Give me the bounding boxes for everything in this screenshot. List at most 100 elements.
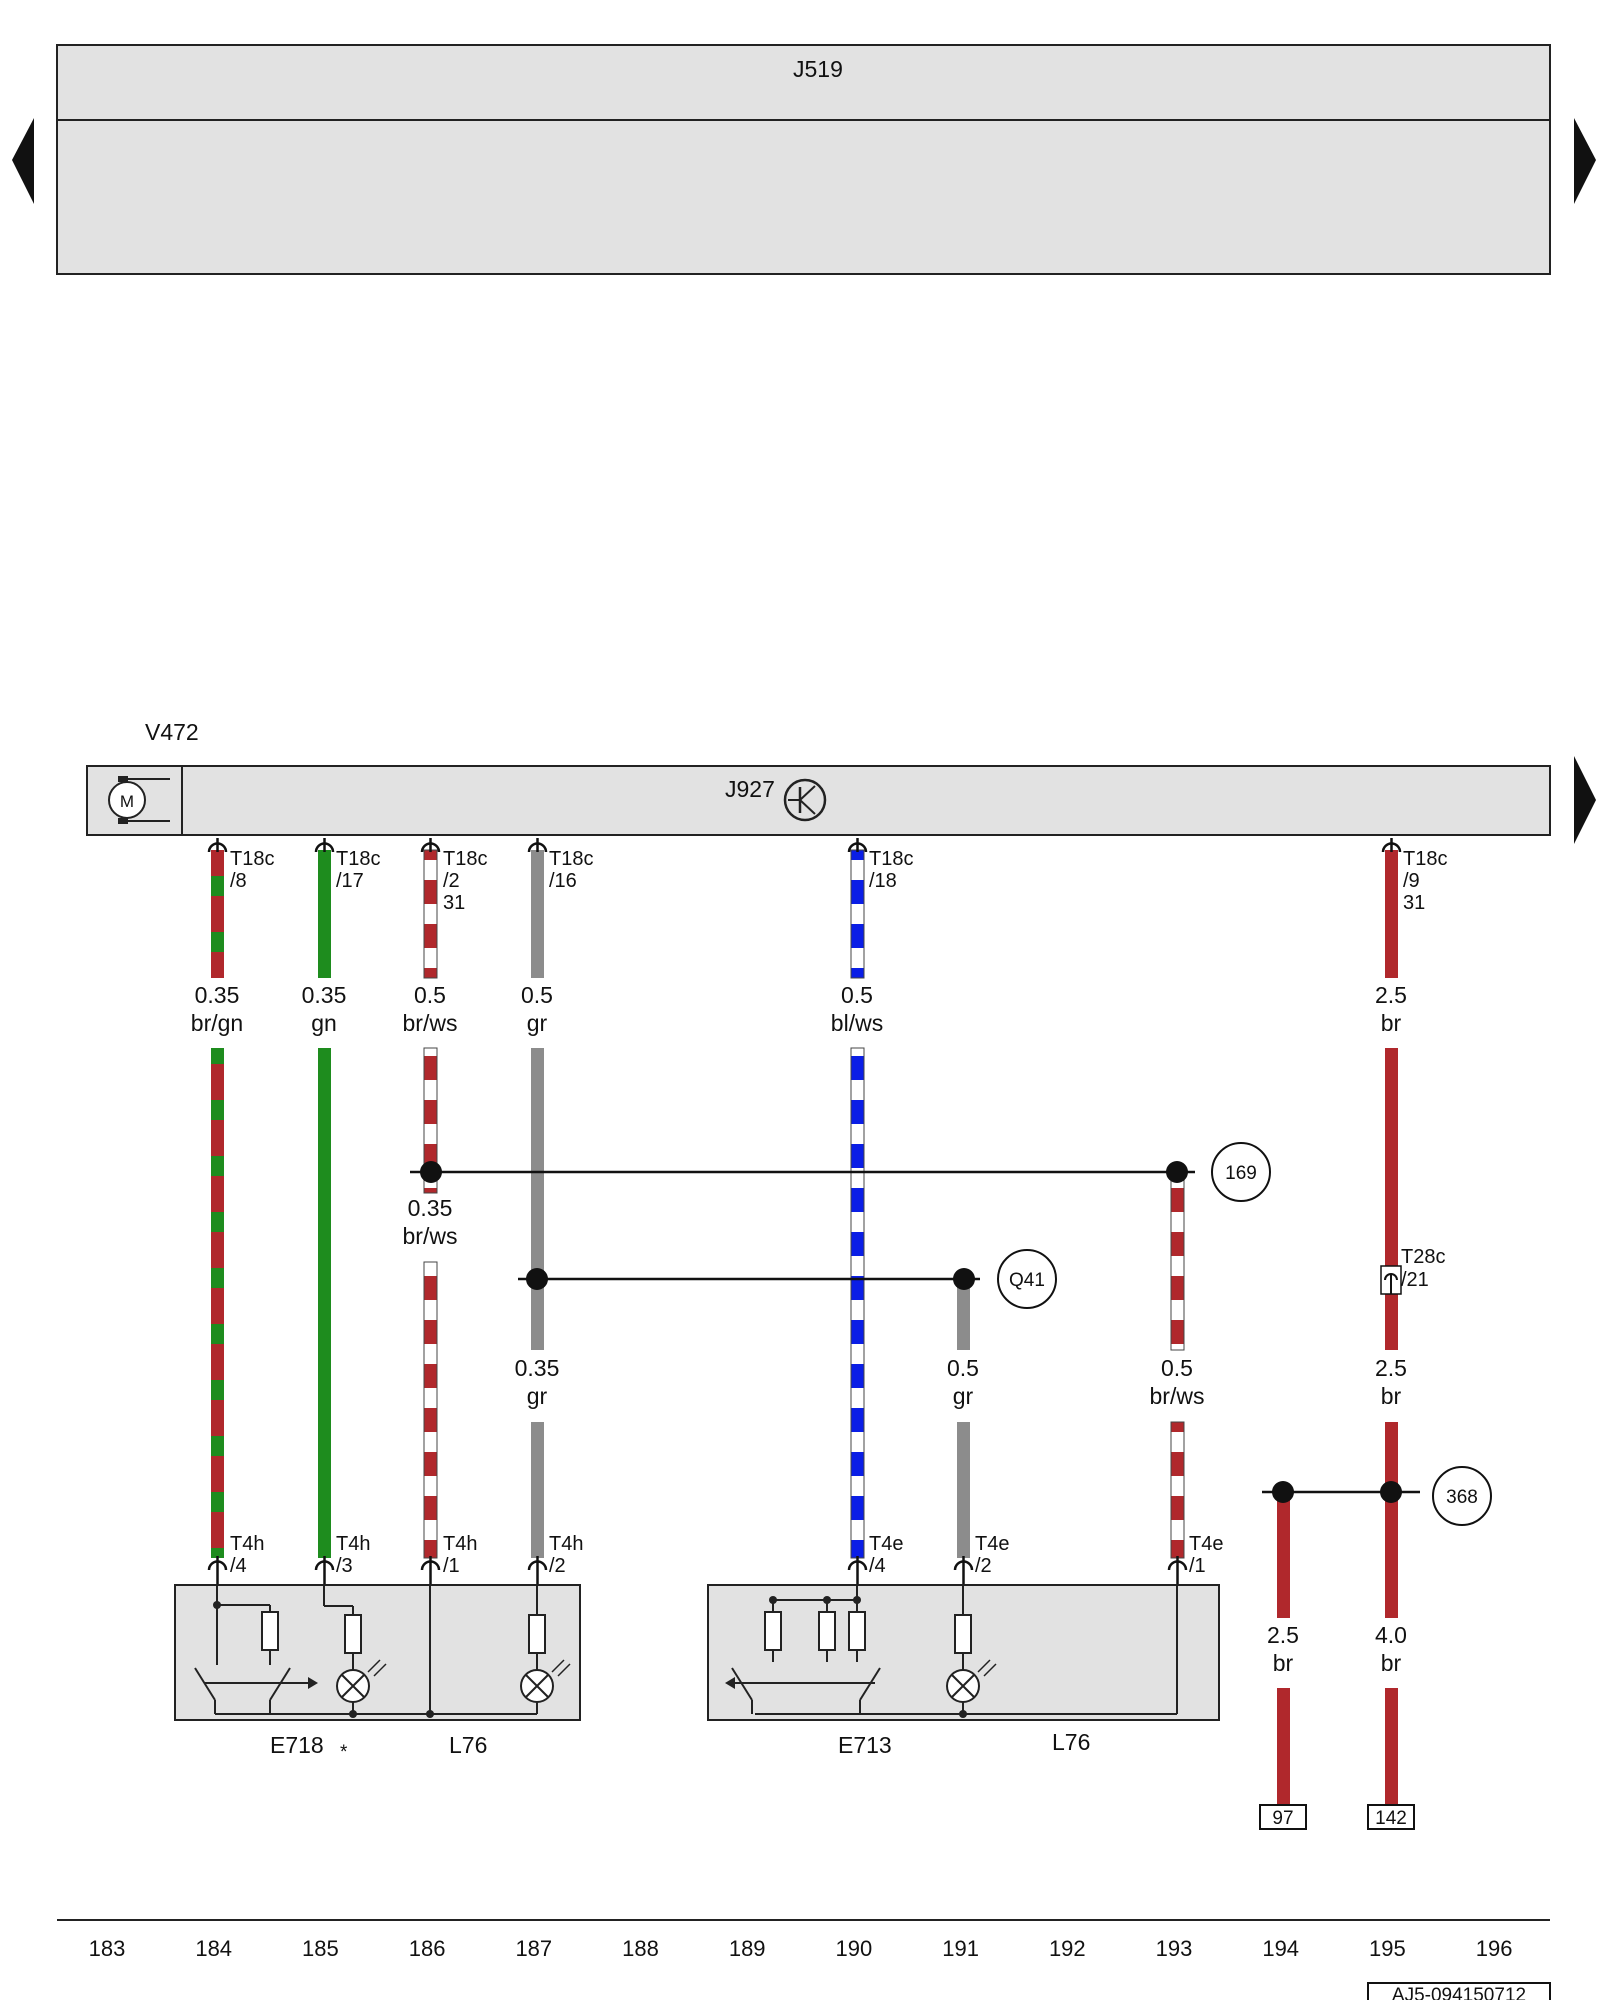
- connector-icon: [953, 1556, 974, 1585]
- svg-text:97: 97: [1272, 1808, 1293, 1829]
- wire-color: br: [1273, 1650, 1294, 1676]
- wire-190: [850, 849, 865, 1559]
- t18c-connector-row: [207, 838, 1402, 853]
- column-number: 196: [1476, 1936, 1513, 1961]
- wire-size: 0.35: [408, 1195, 453, 1221]
- wire-color: gr: [527, 1010, 548, 1036]
- svg-text:T18c: T18c: [230, 848, 274, 870]
- svg-text:/2: /2: [443, 870, 460, 892]
- svg-text:T18c: T18c: [1403, 848, 1447, 870]
- connector-icon: [314, 838, 335, 853]
- wire-size: 4.0: [1375, 1622, 1407, 1648]
- j519-control-unit: J519: [56, 44, 1551, 275]
- svg-text:/16: /16: [549, 870, 577, 892]
- column-number: 187: [515, 1936, 552, 1961]
- junction-line-368: [1262, 1481, 1420, 1503]
- lamp-icon: [946, 1659, 997, 1703]
- connector-icon: [527, 1556, 548, 1585]
- connector-icon: [1167, 1556, 1188, 1585]
- connector-icon: [1381, 838, 1402, 853]
- j519-label: J519: [793, 56, 843, 82]
- previous-page-arrow-icon[interactable]: [12, 118, 34, 204]
- ref-box-97[interactable]: 97: [1259, 1804, 1307, 1830]
- column-number: 189: [729, 1936, 766, 1961]
- svg-text:T18c: T18c: [869, 848, 913, 870]
- svg-text:31: 31: [1403, 892, 1425, 914]
- wire-191: [957, 1280, 970, 1558]
- svg-text:/2: /2: [975, 1555, 992, 1577]
- wire-size: 0.35: [302, 982, 347, 1008]
- junction-line-q41: [518, 1268, 980, 1290]
- wire-size: 2.5: [1375, 982, 1407, 1008]
- electronic-switch-icon: [783, 778, 827, 822]
- svg-text:/18: /18: [869, 870, 897, 892]
- e713-switch-module: E713 L76: [707, 1584, 1220, 1758]
- t4-connector-row: [207, 1556, 1188, 1585]
- t28c-pin: /21: [1401, 1269, 1429, 1291]
- wire-size: 0.5: [947, 1355, 979, 1381]
- motor-symbol-label: M: [120, 792, 134, 811]
- e718-label: E718: [270, 1732, 324, 1758]
- wire-184: [211, 850, 224, 1558]
- svg-text:T4h: T4h: [336, 1533, 370, 1555]
- svg-text:Q41: Q41: [1009, 1270, 1045, 1291]
- wire-color: br: [1381, 1383, 1402, 1409]
- svg-text:T18c: T18c: [549, 848, 593, 870]
- svg-text:T4h: T4h: [549, 1533, 583, 1555]
- wire-color: br/gn: [191, 1010, 243, 1036]
- e718-note-mark: *: [340, 1742, 348, 1763]
- wire-size: 0.5: [521, 982, 553, 1008]
- drawing-id: AJ5-094150712: [1367, 1982, 1551, 2000]
- svg-text:368: 368: [1446, 1487, 1478, 1508]
- wire-size: 2.5: [1267, 1622, 1299, 1648]
- drawing-id-text: AJ5-094150712: [1392, 1985, 1526, 2000]
- j927-label: J927: [725, 776, 775, 802]
- column-number: 191: [942, 1936, 979, 1961]
- svg-text:T4e: T4e: [975, 1533, 1009, 1555]
- column-number: 192: [1049, 1936, 1086, 1961]
- wire-color: br/ws: [403, 1010, 458, 1036]
- lamp-icon: [520, 1659, 571, 1703]
- wire-size: 0.5: [1161, 1355, 1193, 1381]
- wire-color: br/ws: [1150, 1383, 1205, 1409]
- wire-color: bl/ws: [831, 1010, 883, 1036]
- junction-line-169: [410, 1161, 1195, 1183]
- wire-size: 0.35: [195, 982, 240, 1008]
- svg-text:/4: /4: [230, 1555, 247, 1577]
- j927-motor-control-unit: V472 M J927: [86, 719, 1551, 836]
- wire-color: gr: [953, 1383, 974, 1409]
- wire-185: [318, 850, 331, 1558]
- column-number: 188: [622, 1936, 659, 1961]
- t18c-labels: T18c /8 T18c /17 T18c /2 31 T18c /16 T18…: [230, 848, 1447, 914]
- wire-color: br: [1381, 1010, 1402, 1036]
- svg-text:T4e: T4e: [1189, 1533, 1223, 1555]
- wire-size: 0.5: [841, 982, 873, 1008]
- ref-box-142[interactable]: 142: [1367, 1804, 1415, 1830]
- continue-arrow-icon[interactable]: [1574, 756, 1596, 844]
- wire-194: [1277, 1492, 1290, 1806]
- connector-icon: [420, 838, 441, 853]
- connector-icon: [847, 1556, 868, 1585]
- svg-text:/9: /9: [1403, 870, 1420, 892]
- wire-color: gr: [527, 1383, 548, 1409]
- next-page-arrow-icon[interactable]: [1574, 118, 1596, 204]
- wire-187: [531, 850, 544, 1558]
- ref-368[interactable]: 368: [1432, 1466, 1492, 1526]
- column-number: 185: [302, 1936, 339, 1961]
- svg-text:/8: /8: [230, 870, 247, 892]
- svg-text:/4: /4: [869, 1555, 886, 1577]
- lamp-icon: [336, 1659, 387, 1703]
- svg-text:142: 142: [1375, 1808, 1407, 1829]
- wire-spec-labels: 0.35 br/gn 0.35 gn 0.5 br/ws 0.5 gr 0.5 …: [191, 982, 1407, 1676]
- svg-text:T18c: T18c: [336, 848, 380, 870]
- svg-text:T4e: T4e: [869, 1533, 903, 1555]
- wire-color: br: [1381, 1650, 1402, 1676]
- l76-left-label: L76: [449, 1732, 487, 1758]
- ref-q41[interactable]: Q41: [997, 1249, 1057, 1309]
- v472-label: V472: [145, 719, 199, 745]
- wire-size: 0.5: [414, 982, 446, 1008]
- column-number: 183: [89, 1936, 126, 1961]
- wire-size: 2.5: [1375, 1355, 1407, 1381]
- ref-169[interactable]: 169: [1211, 1142, 1271, 1202]
